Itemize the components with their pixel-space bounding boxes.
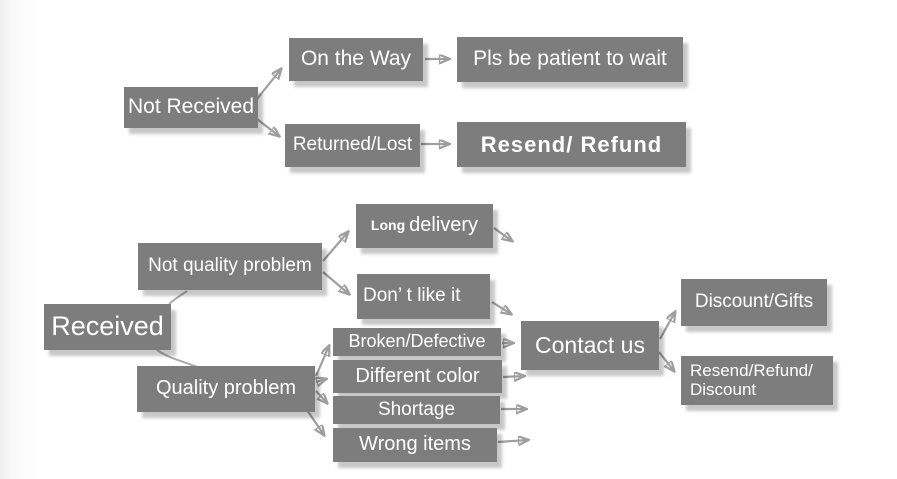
node-label: Shortage	[377, 398, 456, 420]
node-quality-problem: Quality problem	[137, 366, 315, 412]
node-label: Contact us	[535, 332, 645, 359]
node-pls-be-patient: Pls be patient to wait	[457, 37, 683, 82]
node-broken-defective: Broken/Defective	[333, 328, 501, 356]
node-resend-refund-discount: Resend/Refund/ Discount	[681, 356, 833, 405]
node-label-line1: Resend/Refund/	[690, 361, 813, 381]
node-label-word2: delivery	[409, 214, 479, 237]
node-label: Resend/ Refund	[480, 131, 663, 157]
node-contact-us: Contact us	[521, 321, 659, 370]
node-not-received: Not Received	[124, 87, 258, 128]
edge-contactus-resenddiscount	[658, 351, 674, 371]
node-dont-like-it: Don’ t like it	[357, 274, 490, 319]
edge-quality-diffcolor	[316, 379, 326, 382]
node-label: Discount/Gifts	[694, 291, 814, 313]
node-on-the-way: On the Way	[289, 38, 423, 81]
node-label: Not quality problem	[148, 255, 312, 277]
node-label: Different color	[355, 364, 480, 387]
edge-longdelivery-out	[493, 227, 512, 241]
node-resend-refund: Resend/ Refund	[457, 122, 686, 167]
node-returned-lost: Returned/Lost	[285, 124, 420, 167]
edge-quality-shortage	[315, 390, 327, 403]
edge-diffcolor-contactus	[502, 376, 524, 377]
node-label: Quality problem	[155, 377, 297, 400]
edge-quality-broken	[314, 346, 329, 377]
edge-received-notquality	[168, 290, 188, 305]
node-long-delivery: Long delivery	[356, 204, 493, 248]
node-label: Wrong items	[359, 433, 471, 456]
edge-notquality-dontlike	[322, 271, 349, 294]
node-label: On the Way	[300, 47, 412, 71]
node-label: Broken/Defective	[348, 331, 486, 352]
edge-wrongitems-contactus	[497, 440, 528, 442]
node-label: Don’ t like it	[363, 285, 461, 307]
node-label-word1: Long	[370, 217, 406, 234]
node-not-quality-problem: Not quality problem	[138, 243, 322, 290]
node-label: Returned/Lost	[292, 134, 413, 156]
edge-dontlike-contactus	[491, 301, 511, 314]
node-label: Not Received	[127, 95, 255, 119]
node-label-line2: Discount	[690, 379, 757, 399]
edge-received-quality	[156, 349, 198, 368]
edge-notquality-longdelivery	[322, 232, 348, 262]
node-received: Received	[44, 304, 171, 350]
node-shortage: Shortage	[333, 396, 500, 424]
node-discount-gifts: Discount/Gifts	[681, 279, 827, 326]
node-label: Pls be patient to wait	[473, 47, 667, 71]
node-different-color: Different color	[333, 360, 502, 393]
edge-notreceived-ontheway	[256, 69, 281, 100]
edge-quality-wrongitems	[306, 409, 324, 435]
edge-contactus-discountgifts	[659, 312, 675, 340]
edge-notreceived-returnedlost	[256, 118, 279, 136]
node-wrong-items: Wrong items	[333, 428, 497, 462]
node-label: Received	[51, 311, 164, 342]
